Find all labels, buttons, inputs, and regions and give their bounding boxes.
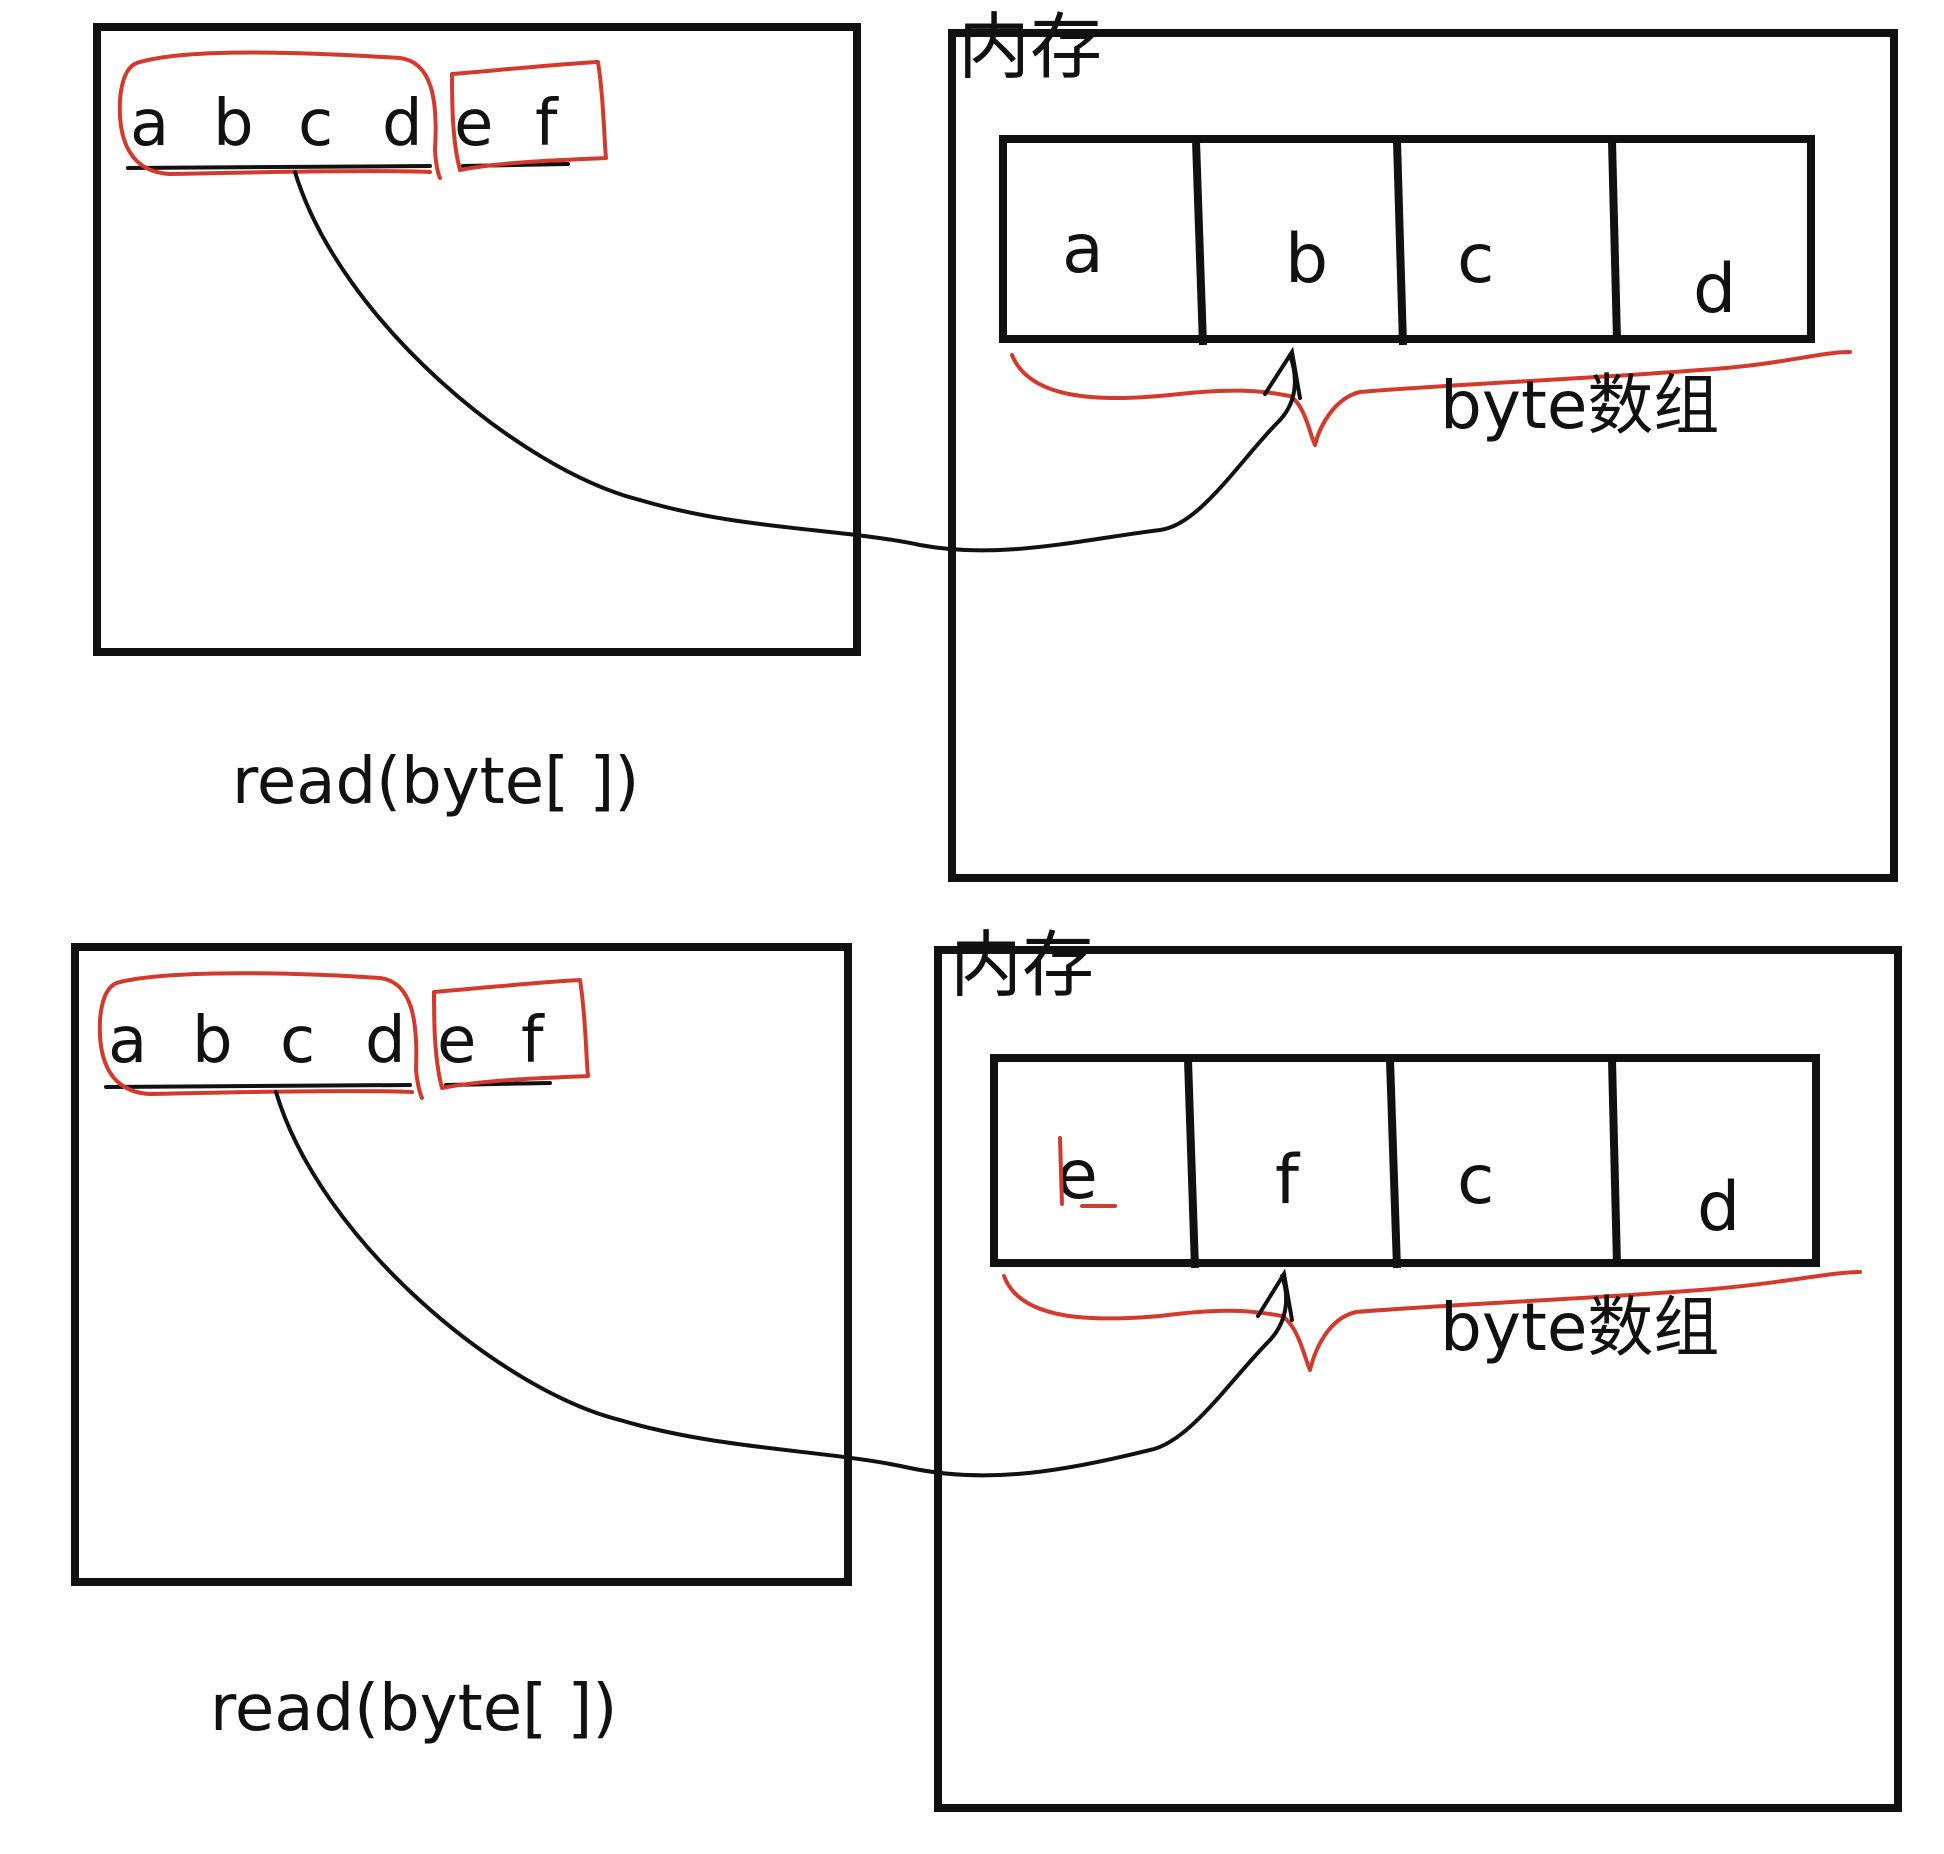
memory-label-1: 内存 xyxy=(958,5,1102,89)
byte-array-outline-1 xyxy=(999,135,1815,343)
memory-box-2 xyxy=(934,946,1902,1812)
red-outline-ef xyxy=(432,978,590,1090)
red-outline-abcd xyxy=(117,50,442,180)
source-char-f: f xyxy=(535,87,559,161)
source-char-c: c xyxy=(298,87,333,161)
array-cell-3: d xyxy=(1693,250,1736,329)
source-char-b: b xyxy=(213,87,254,161)
red-brace-1 xyxy=(1010,350,1852,447)
source-char-a: a xyxy=(130,87,169,161)
source-char-c: c xyxy=(280,1004,315,1078)
array-cell-2: c xyxy=(1457,1141,1494,1220)
red-outline-abcd xyxy=(97,971,424,1100)
source-char-a: a xyxy=(108,1004,147,1078)
source-box-1 xyxy=(93,23,861,656)
method-label-2: read(byte[ ]) xyxy=(210,1672,617,1746)
array-label-2: byte数组 xyxy=(1440,1289,1719,1366)
arrow-head-2 xyxy=(1256,1268,1294,1322)
source-char-e: e xyxy=(454,87,493,161)
source-char-d: d xyxy=(382,87,423,161)
red-brace-2 xyxy=(1002,1270,1862,1372)
memory-box-1 xyxy=(948,29,1898,882)
curved-arrow-2 xyxy=(274,1090,1289,1478)
red-cursor-mark xyxy=(1058,1136,1064,1206)
method-label-1: read(byte[ ]) xyxy=(232,745,639,819)
byte-array-1: a b c d xyxy=(999,135,1815,346)
source-char-f: f xyxy=(521,1004,545,1078)
cell-divider xyxy=(1393,140,1407,346)
cell-divider xyxy=(1192,140,1207,346)
cell-divider xyxy=(1608,1059,1621,1266)
curved-arrow-1 xyxy=(293,170,1297,553)
panel-2: a b c d e f read(byte[ ]) 内存 e f c d byt… xyxy=(71,923,1902,1812)
red-outline-ef xyxy=(450,60,608,172)
array-cell-1: b xyxy=(1285,220,1328,299)
array-cell-3: d xyxy=(1697,1168,1740,1247)
source-char-d: d xyxy=(365,1004,406,1078)
memory-label-2: 内存 xyxy=(950,923,1094,1007)
array-label-1: byte数组 xyxy=(1440,367,1719,444)
panel-1: a b c d e f read(byte[ ]) 内存 a b c d byt xyxy=(93,5,1898,882)
array-cell-2: c xyxy=(1457,220,1494,299)
byte-array-outline-2 xyxy=(990,1054,1820,1267)
source-underline-abcd xyxy=(126,164,432,170)
source-underline-abcd xyxy=(104,1083,412,1089)
source-char-b: b xyxy=(192,1004,233,1078)
cell-divider xyxy=(1184,1059,1199,1269)
array-cell-1: f xyxy=(1275,1141,1301,1220)
cell-divider xyxy=(1386,1059,1401,1269)
cell-divider xyxy=(1608,140,1621,341)
source-char-e: e xyxy=(437,1004,476,1078)
byte-array-2: e f c d xyxy=(990,1054,1820,1269)
arrow-head-1 xyxy=(1263,346,1302,400)
source-box-2 xyxy=(71,943,852,1586)
array-cell-0: a xyxy=(1062,210,1104,289)
